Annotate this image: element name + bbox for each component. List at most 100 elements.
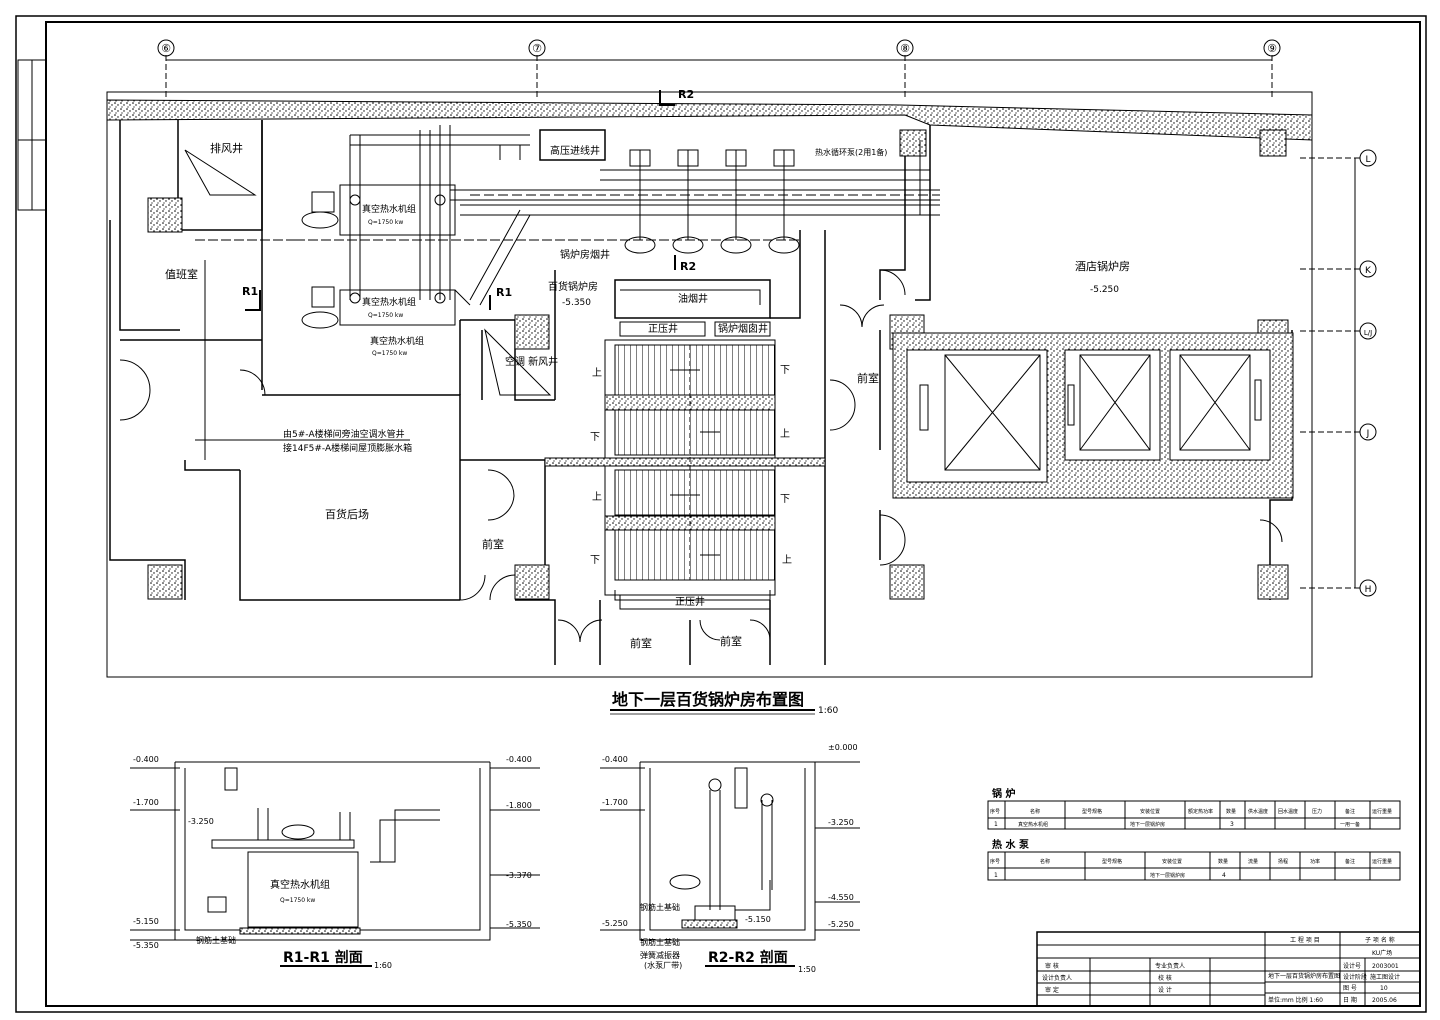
section2-title: R2-R2 剖面 xyxy=(708,949,788,966)
pump-table-row: 1 地下一层锅炉房 4 xyxy=(994,872,1226,879)
boiler-h-0: 序号 xyxy=(990,808,1000,815)
label-stair-down-4: 下 xyxy=(590,555,600,566)
boiler-r-3: 地下一层锅炉房 xyxy=(1130,821,1165,828)
boiler-h-5: 数量 xyxy=(1226,808,1236,815)
vacuum-units xyxy=(301,184,456,329)
label-stair-up-3: 上 xyxy=(592,491,602,503)
axis-K: K xyxy=(1365,266,1372,276)
section-mark-r2-bottom: R2 xyxy=(680,260,696,273)
pump-r-0: 1 xyxy=(994,872,998,879)
label-vacuum-unit-2: 真空热水机组 xyxy=(362,296,416,308)
r1-right-level-4: -5.350 xyxy=(506,920,532,929)
pump-h-9: 运行重量 xyxy=(1372,858,1392,865)
label-vacuum-unit-3-q: Q=1750 kw xyxy=(372,350,407,357)
r2-pump-base-label: 钢筋土基础 xyxy=(640,937,680,947)
r1-level-4: -5.150 xyxy=(133,917,159,926)
section-r2 xyxy=(600,761,860,941)
r1-level-3: -3.250 xyxy=(188,817,214,826)
pump-h-4: 数量 xyxy=(1218,858,1228,865)
boiler-h-10: 运行重量 xyxy=(1372,808,1392,815)
label-pressurize-shaft-2: 正压井 xyxy=(675,595,705,608)
label-stair-up-4: 上 xyxy=(782,554,792,566)
label-note-line2: 接14F5#-A楼梯间屋顶膨胀水箱 xyxy=(283,442,412,454)
label-vacuum-unit-1-q: Q=1750 kw xyxy=(368,219,403,226)
axis-8: ⑧ xyxy=(900,42,910,55)
main-title: 地下一层百货锅炉房布置图 xyxy=(612,690,804,709)
tb-project-label: 工 程 项 目 xyxy=(1290,936,1320,944)
section-r1 xyxy=(130,761,540,941)
right-grid-axes xyxy=(1300,149,1377,597)
label-front-room-1: 前室 xyxy=(482,537,504,551)
pump-table-title: 热 水 泵 xyxy=(992,838,1030,851)
pump-h-1: 名称 xyxy=(1040,858,1050,865)
r2-right-level-4: -5.250 xyxy=(828,920,854,929)
label-vacuum-unit-3: 真空热水机组 xyxy=(370,335,424,347)
axis-H: H xyxy=(1365,585,1372,595)
label-hv-shaft: 高压进线井 xyxy=(550,144,600,157)
section-mark-r1-right: R1 xyxy=(496,286,512,299)
r1-unit-label: 真空热水机组 xyxy=(270,878,330,891)
tb-subproject: KU广场 xyxy=(1372,949,1392,957)
tb-design-no: 2003001 xyxy=(1372,963,1399,970)
boiler-table-row: 1 真空热水机组 地下一层锅炉房 3 一用一备 xyxy=(994,821,1360,828)
r2-level-3: -5.250 xyxy=(602,919,628,928)
boiler-r-0: 1 xyxy=(994,821,998,828)
r2-right-level-1: ±0.000 xyxy=(828,743,858,752)
piping xyxy=(195,125,940,460)
label-front-room-3: 前室 xyxy=(720,634,742,648)
boiler-h-1: 名称 xyxy=(1030,808,1040,815)
tb-mid-3: 设 计 xyxy=(1158,986,1172,994)
label-boiler-flue: 锅炉房烟井 xyxy=(560,248,610,261)
axis-LJ: L/J xyxy=(1364,329,1372,337)
section-mark-r1-left: R1 xyxy=(242,285,258,298)
pump-table-grid xyxy=(987,851,1401,881)
sheet-inner-border xyxy=(45,21,1421,1007)
r1-right-level-1: -0.400 xyxy=(506,755,532,764)
tb-drawing-name: 地下一层百货锅炉房布置图 xyxy=(1268,972,1340,980)
r2-base-label: 钢筋土基础 xyxy=(640,902,680,912)
label-hotel-boiler-level: -5.250 xyxy=(1090,285,1119,295)
pump-r-3: 地下一层锅炉房 xyxy=(1150,872,1185,879)
boiler-h-4: 额定热功率 xyxy=(1188,808,1213,815)
label-pressurize-shaft: 正压井 xyxy=(648,322,678,335)
elevator-core xyxy=(892,332,1294,499)
label-boiler-smoke-shaft: 锅炉烟囱井 xyxy=(718,322,768,335)
boiler-table-grid xyxy=(987,800,1401,830)
tb-left-2: 设计负责人 xyxy=(1042,974,1072,982)
tb-left-3: 审 定 xyxy=(1045,986,1059,994)
boiler-r-1: 真空热水机组 xyxy=(1018,821,1048,828)
r2-right-level-2: -3.250 xyxy=(828,818,854,827)
section-mark-r2-top: R2 xyxy=(678,88,694,101)
pump-table-headers: 序号 名称 型号规格 安装位置 数量 流量 扬程 功率 备注 运行重量 xyxy=(990,858,1392,865)
pump-h-6: 扬程 xyxy=(1278,858,1288,865)
r1-level-5: -5.350 xyxy=(133,941,159,950)
left-stamp-column xyxy=(17,59,47,211)
boiler-r-9: 一用一备 xyxy=(1340,821,1360,828)
soil-band xyxy=(106,99,1313,141)
boiler-h-7: 回水温度 xyxy=(1278,808,1298,815)
tb-sheet: 10 xyxy=(1380,985,1388,992)
section1-title: R1-R1 剖面 xyxy=(283,949,363,966)
label-stair-down-2: 下 xyxy=(590,432,600,443)
axis-9: ⑨ xyxy=(1267,42,1277,55)
label-dept-boiler-level: -5.350 xyxy=(562,298,591,308)
hw-pumps xyxy=(624,149,800,254)
main-scale: 1:60 xyxy=(818,706,838,716)
r1-level-1: -0.400 xyxy=(133,755,159,764)
tb-mid-1: 专业负责人 xyxy=(1155,962,1185,970)
label-dept-back: 百货后场 xyxy=(325,507,369,521)
pump-h-8: 备注 xyxy=(1345,858,1355,865)
sheet-outer-border xyxy=(15,15,1427,1013)
pump-r-4: 4 xyxy=(1222,872,1226,879)
r2-right-level-3: -4.550 xyxy=(828,893,854,902)
r2-note-1: 弹簧减振器 xyxy=(640,950,680,960)
section2-scale: 1:50 xyxy=(798,965,816,974)
label-exhaust-shaft: 排风井 xyxy=(210,141,243,155)
structural-columns xyxy=(147,129,1289,600)
title-block-grid xyxy=(1036,931,1421,1007)
axis-6: ⑥ xyxy=(161,42,171,55)
label-hotel-boiler-room: 酒店锅炉房 xyxy=(1075,259,1130,273)
pump-h-5: 流量 xyxy=(1248,858,1258,865)
tb-design-no-label: 设计号 xyxy=(1343,962,1361,970)
